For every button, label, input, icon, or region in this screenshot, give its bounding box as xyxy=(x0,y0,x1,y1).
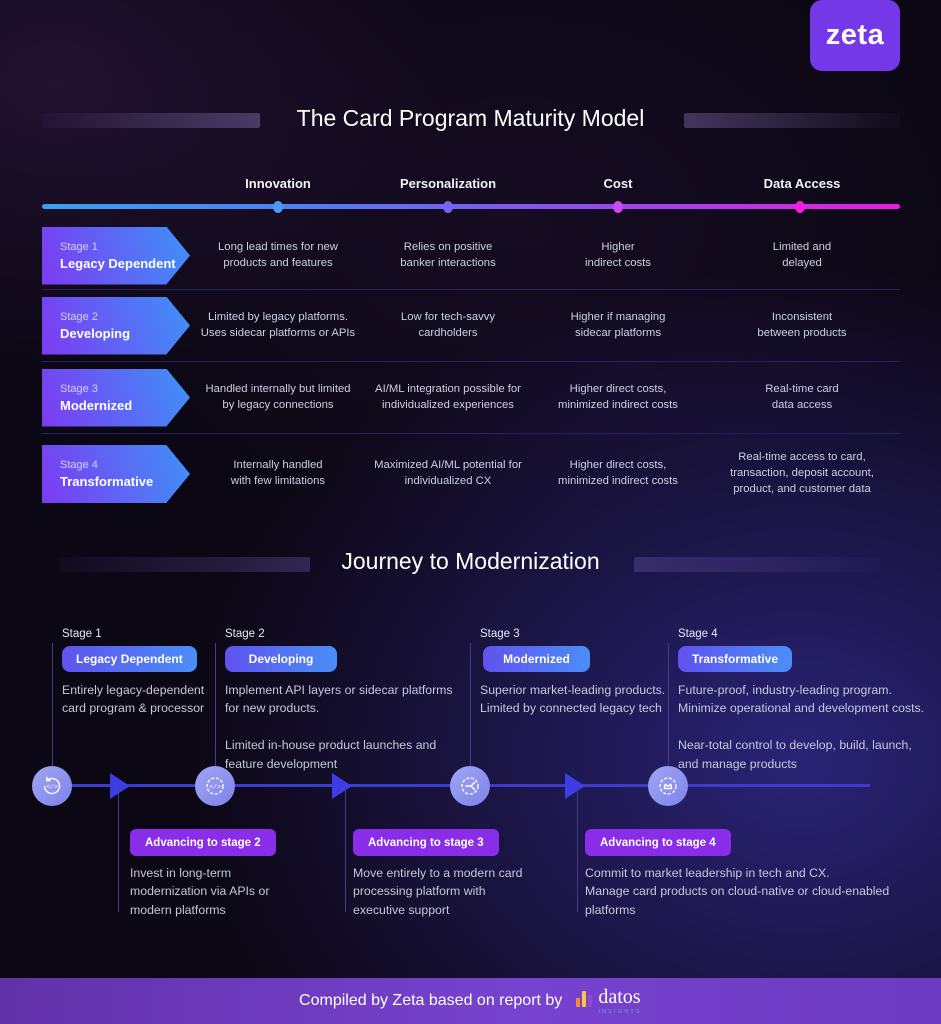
column-header-cost: Cost xyxy=(603,176,633,191)
journey-stage-description: Entirely legacy-dependent card program &… xyxy=(62,683,205,716)
timeline-node-stage-2: </> xyxy=(195,766,235,806)
column-header-data-access: Data Access xyxy=(763,176,841,191)
cell-cost: Higher direct costs, minimized indirect … xyxy=(558,459,678,487)
axis-dot-personalization xyxy=(443,201,453,213)
journey-title: Journey to Modernization xyxy=(341,548,600,574)
timeline-arrowhead xyxy=(565,773,585,799)
footer-text: Compiled by Zeta based on report by xyxy=(299,992,563,1009)
advancing-connector-line xyxy=(577,787,578,912)
cell-personalization: AI/ML integration possible for individua… xyxy=(375,382,521,411)
advancing-badge: Advancing to stage 3 xyxy=(353,829,499,856)
gear-code-icon: </> xyxy=(203,774,227,798)
stage-label: Stage 4 xyxy=(60,459,98,471)
stage-4-arrow: Stage 4 Transformative xyxy=(42,445,190,503)
cell-cost: Higher indirect costs xyxy=(585,240,651,269)
advancing-badge: Advancing to stage 2 xyxy=(130,829,276,856)
axis-dot-innovation xyxy=(273,201,283,213)
gear-ai-icon xyxy=(458,774,482,798)
timeline-node-stage-3 xyxy=(450,766,490,806)
footer-bar: Compiled by Zeta based on report by dato… xyxy=(0,978,941,1024)
stage-label: Stage 1 xyxy=(60,240,98,253)
cell-cost: Higher if managing sidecar platforms xyxy=(570,310,666,339)
datos-insights-logo: datos INSIGHTS xyxy=(576,987,642,1015)
title-decoration-right xyxy=(684,113,900,128)
journey-decoration-left xyxy=(60,557,310,572)
journey-stage-description: Future-proof, industry-leading program. … xyxy=(678,683,925,771)
journey-stage-badge: Legacy Dependent xyxy=(62,646,197,672)
bar-chart-icon xyxy=(576,987,593,1007)
cell-data-access: Real-time access to card, transaction, d… xyxy=(730,451,874,495)
column-header-innovation: Innovation xyxy=(245,176,311,191)
axis-dot-cost xyxy=(613,201,623,213)
timeline-arrowhead xyxy=(110,773,130,799)
journey-stage-label: Stage 2 xyxy=(225,628,265,640)
advancing-text: Commit to market leadership in tech and … xyxy=(585,866,890,917)
zeta-logo-text: zeta xyxy=(825,19,885,51)
refresh-code-icon: </> xyxy=(40,774,64,798)
maturity-table: Innovation Personalization Cost Data Acc… xyxy=(42,176,900,514)
advancing-connector-line xyxy=(345,787,346,912)
timeline-node-stage-1: </> xyxy=(32,766,72,806)
journey-stage-badge: Developing xyxy=(225,646,337,672)
journey-decoration-right xyxy=(634,557,880,572)
timeline-node-stage-4 xyxy=(648,766,688,806)
stage-name: Legacy Dependent xyxy=(60,255,176,271)
cell-innovation: Limited by legacy platforms. Uses sideca… xyxy=(200,310,356,339)
stage-2-arrow: Stage 2 Developing xyxy=(42,296,190,355)
journey-stage-description: Implement API layers or sidecar platform… xyxy=(225,683,453,771)
timeline-arrowhead xyxy=(332,773,352,799)
title-decoration-left xyxy=(42,113,260,128)
cell-cost: Higher direct costs, minimized indirect … xyxy=(558,382,678,411)
cell-innovation: Handled internally but limited by legacy… xyxy=(205,382,351,411)
journey-stage-badge: Transformative xyxy=(678,646,793,672)
stage-connector-line xyxy=(470,643,471,786)
stage-label: Stage 3 xyxy=(60,382,98,395)
advancing-badge: Advancing to stage 4 xyxy=(585,829,731,856)
stage-1-arrow: Stage 1 Legacy Dependent xyxy=(42,226,190,285)
table-row: Stage 3 Modernized Handled internally bu… xyxy=(42,361,900,433)
journey-stage-badge: Modernized xyxy=(483,646,590,672)
svg-text:</>: </> xyxy=(46,784,58,791)
datos-logo-subtext: INSIGHTS xyxy=(598,1009,642,1015)
stage-name: Modernized xyxy=(60,397,133,413)
stage-3-arrow: Stage 3 Modernized xyxy=(42,368,190,427)
table-row: Stage 4 Transformative Internally handle… xyxy=(42,433,900,514)
axis-dot-data-access xyxy=(795,201,805,213)
column-header-personalization: Personalization xyxy=(399,176,497,191)
advancing-text: Invest in long-term modernization via AP… xyxy=(130,866,270,917)
svg-text:</>: </> xyxy=(209,784,221,791)
zeta-logo: zeta xyxy=(810,0,900,71)
journey-stage-description: Superior market-leading products. Limite… xyxy=(480,683,666,716)
journey-stage-label: Stage 4 xyxy=(678,628,718,640)
cell-personalization: Low for tech-savvy cardholders xyxy=(400,310,496,339)
cell-data-access: Limited and delayed xyxy=(772,240,832,269)
datos-logo-text: datos xyxy=(598,986,641,1008)
journey-stage-label: Stage 3 xyxy=(480,628,520,640)
cell-data-access: Inconsistent between products xyxy=(757,310,847,339)
stage-name: Transformative xyxy=(60,474,154,489)
table-row: Stage 1 Legacy Dependent Long lead times… xyxy=(42,222,900,289)
cell-personalization: Relies on positive banker interactions xyxy=(400,240,496,269)
gear-crown-icon xyxy=(656,774,680,798)
gradient-axis-line xyxy=(42,201,900,213)
stage-name: Developing xyxy=(60,325,131,341)
cell-innovation: Long lead times for new products and fea… xyxy=(218,240,338,269)
advancing-connector-line xyxy=(118,787,119,912)
table-row: Stage 2 Developing Limited by legacy pla… xyxy=(42,289,900,361)
advancing-text: Move entirely to a modern card processin… xyxy=(353,866,523,917)
maturity-title: The Card Program Maturity Model xyxy=(296,105,645,131)
cell-innovation: Internally handled with few limitations xyxy=(230,459,326,487)
stage-label: Stage 2 xyxy=(60,310,98,323)
stage-connector-line xyxy=(668,643,669,786)
stage-connector-line xyxy=(52,643,53,786)
stage-connector-line xyxy=(215,643,216,786)
maturity-table-body: Stage 1 Legacy Dependent Long lead times… xyxy=(42,222,900,514)
maturity-header-row: Innovation Personalization Cost Data Acc… xyxy=(42,176,900,198)
cell-personalization: Maximized AI/ML potential for individual… xyxy=(374,459,522,487)
cell-data-access: Real-time card data access xyxy=(765,382,839,411)
journey-stage-label: Stage 1 xyxy=(62,628,102,640)
